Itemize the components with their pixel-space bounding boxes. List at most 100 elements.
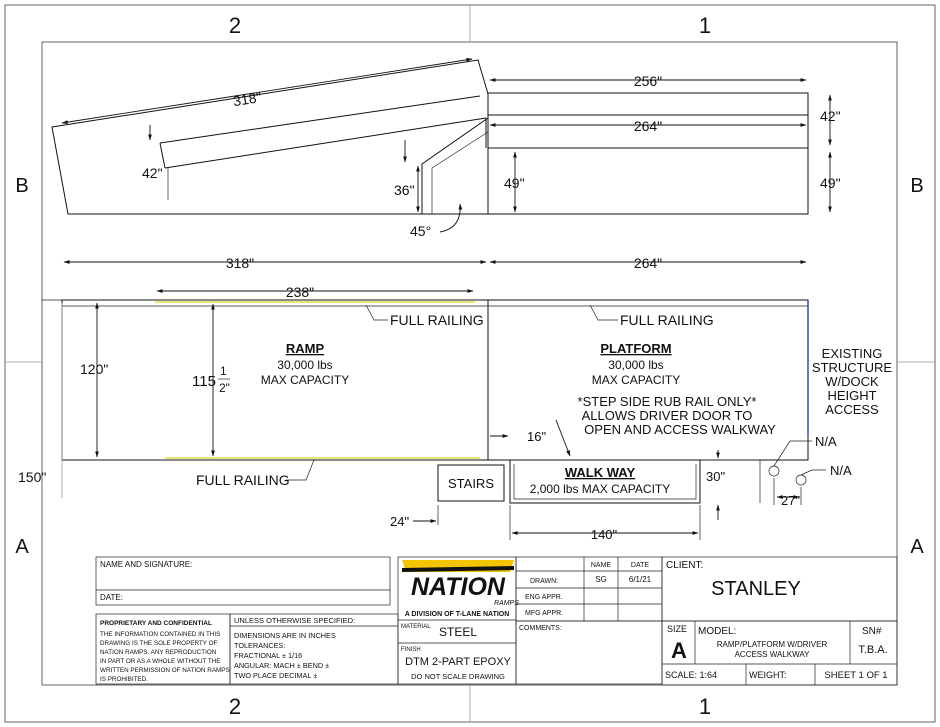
dim-ramp-rail-height: 42" [142,165,163,181]
dim-angle: 45° [410,223,431,239]
drawing-border [41,41,898,686]
zone-label-right-b: B [910,175,923,197]
mfg-appr-label: MFG APPR. [525,610,563,617]
no-scale-note: DO NOT SCALE DRAWING [411,672,505,681]
unless-specified: UNLESS OTHERWISE SPECIFIED: [234,616,355,625]
sn-value: T.B.A. [858,644,887,656]
existing-line-5: ACCESS [825,402,879,417]
client-value: STANLEY [711,578,801,600]
sheet-label: SHEET 1 OF 1 [824,670,887,681]
size-value: A [671,638,687,663]
drawn-date: 6/1/21 [629,575,652,584]
zone-label-left-b: B [15,175,28,197]
division-text: A DIVISION OF T-LANE NATION [405,611,510,618]
dim-inner-width-num: 1 [220,364,227,378]
eng-appr-label: ENG APPR. [525,594,563,601]
zone-label-left-a: A [15,536,29,558]
model-line-2: ACCESS WALKWAY [735,650,810,659]
bollard-1 [768,465,780,477]
dim-ramp-width: 120" [80,361,108,377]
material-label: MATERIAL [401,624,431,630]
label-full-railing-platform: FULL RAILING [620,312,714,328]
ramp-title: RAMP [286,341,325,356]
note-line-3: OPEN AND ACCESS WALKWAY [584,422,776,437]
dim-overall-width: 150" [18,469,46,485]
dim-ramp-length-plan: 318" [226,255,254,271]
logo-text: NATION [411,573,506,601]
zone-label-bottom-right: 1 [699,694,711,719]
existing-line-4: HEIGHT [827,388,876,403]
dim-inner-width-den: 2" [219,381,230,395]
date-label: DATE: [100,593,123,602]
platform-capacity: 30,000 lbs [608,358,663,372]
dim-ramp-length-side: 318" [232,89,263,109]
platform-capacity-note: MAX CAPACITY [592,373,680,387]
proprietary-title: PROPRIETARY AND CONFIDENTIAL [100,620,212,627]
client-label: CLIENT: [666,560,703,571]
tolerance-line: DIMENSIONS ARE IN INCHES [234,631,336,640]
dim-platform-length-side: 264" [634,118,662,134]
side-view: 318" 42" 36" 45° 256" 264" 42" 49" 49" [51,58,841,239]
proprietary-line: IN PART OR AS A WHOLE WITHOUT THE [100,658,220,665]
tolerance-line: TOLERANCES: [234,641,285,650]
proprietary-line: DRAWING IS THE SOLE PROPERTY OF [100,640,217,647]
model-line-1: RAMP/PLATFORM W/DRIVER [717,640,828,649]
zone-label-top-left: 2 [229,13,241,38]
walkway-title: WALK WAY [565,465,636,480]
model-label: MODEL: [698,626,736,637]
dim-rail-height-side: 42" [820,108,841,124]
dim-platform-top: 256" [634,73,662,89]
dim-walkway-length: 140" [591,527,618,542]
dim-offset-27: 27" [781,493,800,508]
walkway-plan [509,460,701,504]
label-na-1: N/A [815,434,837,449]
tolerance-line: ANGULAR: MACH ± BEND ± [234,661,329,670]
material-value: STEEL [439,625,477,639]
platform-side [487,147,809,215]
tolerance-line: TWO PLACE DECIMAL ± [234,671,317,680]
label-na-2: N/A [830,463,852,478]
drawn-name: SG [595,575,607,584]
drawn-label: DRAWN: [530,578,558,585]
logo-subtext: RAMPS [494,600,519,607]
dim-platform-height-right: 49" [820,175,841,191]
zone-label-right-a: A [910,536,924,558]
title-block: NAME AND SIGNATURE: DATE: PROPRIETARY AN… [95,556,898,686]
existing-line-1: EXISTING [822,346,883,361]
proprietary-line: IS PROHIBITED. [100,676,148,683]
stairs-plan [437,464,505,502]
dim-walkway-offset: 16" [527,429,546,444]
weight-label: WEIGHT: [749,670,787,680]
name-signature-label: NAME AND SIGNATURE: [100,560,192,569]
label-stairs: STAIRS [448,476,494,491]
existing-line-3: W/DOCK [825,374,879,389]
finish-value: DTM 2-PART EPOXY [405,656,511,668]
dim-stairs-width: 24" [390,514,409,529]
ramp-capacity: 30,000 lbs [277,358,332,372]
label-full-railing-ramp: FULL RAILING [390,312,484,328]
walkway-capacity: 2,000 lbs MAX CAPACITY [530,482,671,496]
dim-inner-width-whole: 115 [192,373,216,390]
zone-label-top-right: 1 [699,13,711,38]
col-date: DATE [631,562,649,569]
sn-label: SN# [862,626,882,637]
finish-label: FINISH [401,647,421,653]
dim-platform-length-plan: 264" [634,255,662,271]
platform-title: PLATFORM [600,341,671,356]
col-name: NAME [591,562,612,569]
ramp-capacity-note: MAX CAPACITY [261,373,349,387]
scale-label: SCALE: 1:64 [665,670,717,680]
proprietary-line: WRITTEN PERMISSION OF NATION RAMPS [100,667,230,674]
proprietary-line: NATION RAMPS. ANY REPRODUCTION [100,649,217,656]
proprietary-line: THE INFORMATION CONTAINED IN THIS [100,631,220,638]
note-line-2: ALLOWS DRIVER DOOR TO [582,408,753,423]
dim-walkway-width: 30" [706,469,725,484]
label-full-railing-bottom: FULL RAILING [196,472,290,488]
nation-ramps-logo: NATION RAMPS [402,560,519,607]
tolerance-line: FRACTIONAL ± 1/16 [234,651,302,660]
dim-railing-length: 238" [286,284,314,300]
dim-ramp-end-height: 36" [394,182,415,198]
bollard-2 [795,474,807,486]
size-label: SIZE [667,624,687,634]
